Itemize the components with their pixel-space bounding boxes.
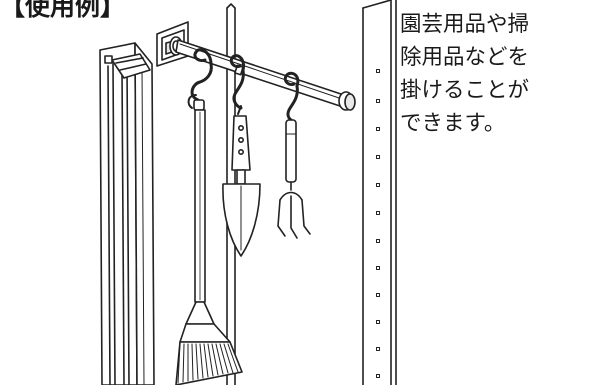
- page-heading: 【使用例】: [0, 0, 126, 21]
- garden-trowel: [222, 105, 261, 257]
- shelf-holes: [376, 69, 380, 378]
- broom: [175, 94, 243, 385]
- caption-line: 園芸用品や掃: [400, 12, 530, 37]
- cabinet-left-panel: [99, 42, 155, 385]
- caption-line: 掛けることが: [400, 78, 530, 103]
- caption-line: できます。: [400, 111, 506, 136]
- hand-rake: [277, 119, 311, 239]
- cabinet-right-panel: [362, 0, 397, 385]
- caption-line: 除用品などを: [400, 45, 530, 70]
- s-hook-middle: [229, 54, 246, 110]
- caption-text: 園芸用品や掃 除用品などを 掛けることが できます。: [400, 8, 595, 140]
